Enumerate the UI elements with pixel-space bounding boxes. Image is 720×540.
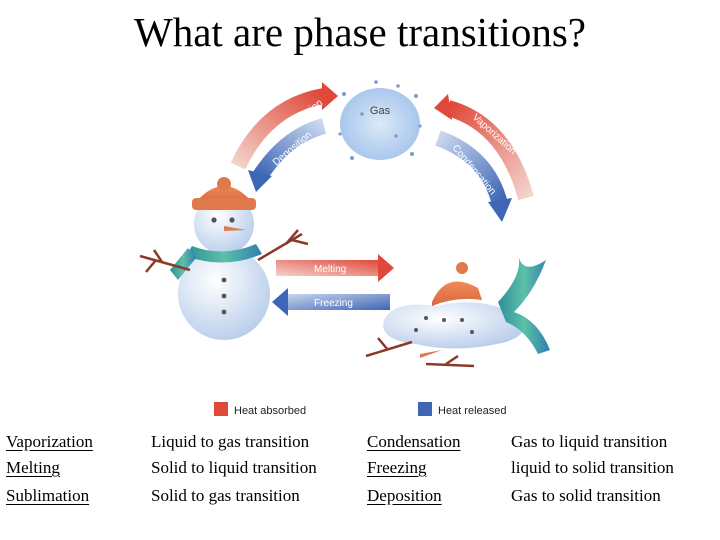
page-title: What are phase transitions? <box>134 9 586 55</box>
melting-arrow-label: Melting <box>314 264 346 275</box>
snowman-illustration <box>139 177 309 340</box>
definition-sublimation: Solid to gas transition <box>151 486 300 505</box>
definition-vaporization: Liquid to gas transition <box>151 432 310 451</box>
heat-absorbed-swatch <box>214 402 228 416</box>
definition-deposition: Gas to solid transition <box>511 486 661 505</box>
phase-transition-diagram: Gas Sublimation Deposition Vaporization … <box>126 74 580 424</box>
heat-released-label: Heat released <box>438 405 507 417</box>
melted-snowman-illustration <box>365 254 550 368</box>
term-sublimation: Sublimation <box>6 486 90 505</box>
condensation-arrow <box>435 130 512 222</box>
vaporization-arrow <box>434 94 534 201</box>
term-freezing: Freezing <box>367 458 427 477</box>
legend <box>214 402 432 416</box>
sublimation-arrow <box>230 82 338 170</box>
heat-released-swatch <box>418 402 432 416</box>
term-condensation: Condensation <box>367 432 461 451</box>
freezing-arrow-label: Freezing <box>314 298 353 309</box>
term-melting: Melting <box>6 458 60 477</box>
deposition-arrow <box>248 118 327 192</box>
definition-freezing: liquid to solid transition <box>511 458 674 477</box>
term-vaporization: Vaporization <box>6 432 93 451</box>
definition-melting: Solid to liquid transition <box>151 458 317 477</box>
vaporization-arrow-label: Vaporization <box>470 112 518 157</box>
melting-arrow <box>276 254 394 282</box>
term-deposition: Deposition <box>367 486 442 505</box>
gas-cloud <box>338 80 422 160</box>
gas-label: Gas <box>370 105 391 117</box>
freezing-arrow <box>272 288 390 316</box>
heat-absorbed-label: Heat absorbed <box>234 405 306 417</box>
definition-condensation: Gas to liquid transition <box>511 432 668 451</box>
